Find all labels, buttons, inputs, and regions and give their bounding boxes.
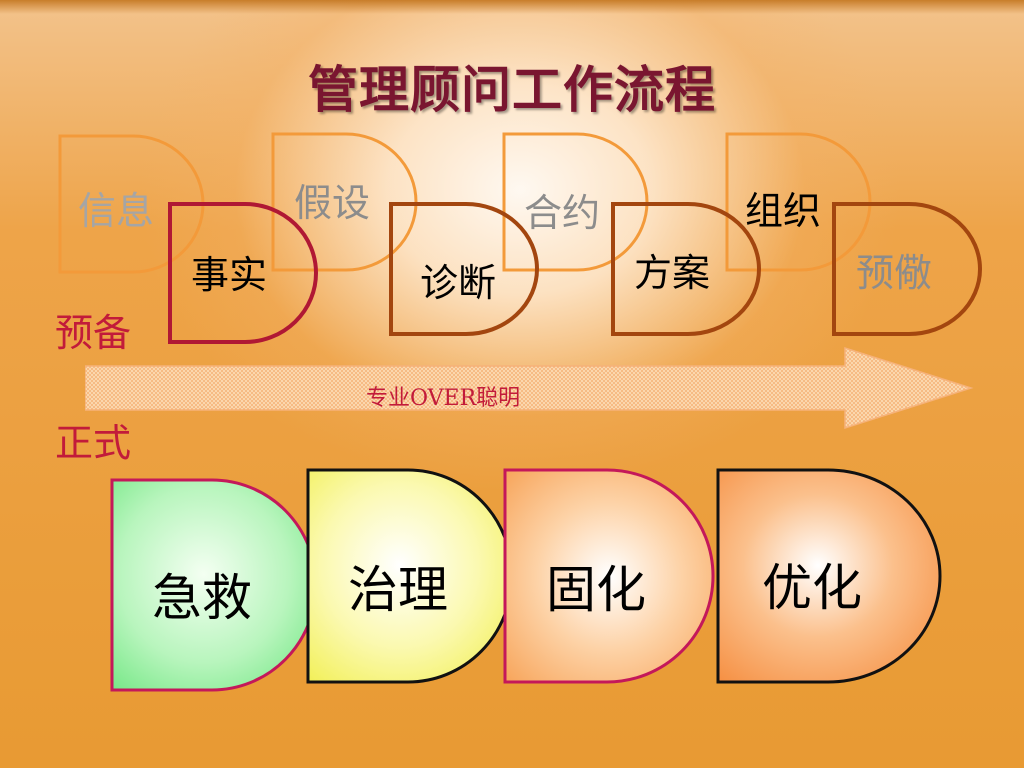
step-label-xinxi: 信息 — [78, 189, 155, 233]
d-shape-fangan — [611, 202, 761, 336]
step-label-youhua: 优化 — [762, 559, 862, 617]
step-label-guhua: 固化 — [546, 561, 646, 619]
slide-title: 管理顾问工作流程 — [308, 60, 716, 119]
progress-arrow — [85, 346, 974, 430]
step-label-zhili: 治理 — [348, 561, 448, 619]
d-shape-guhua — [503, 468, 715, 684]
step-label-heyue: 合约 — [524, 191, 601, 235]
step-label-yujing: 预儆 — [856, 251, 933, 295]
section-label-formal: 正式 — [55, 421, 132, 465]
d-shape-yujing — [832, 202, 982, 336]
d-shape-zhenduan — [389, 202, 539, 336]
d-shape-xinxi — [58, 134, 205, 274]
step-label-jijiu: 急救 — [152, 569, 252, 627]
step-label-zuzhi: 组织 — [745, 189, 822, 233]
step-label-zhenduan: 诊断 — [420, 261, 497, 305]
d-shape-shishi — [168, 202, 318, 344]
arrow-label: 专业OVER聪明 — [366, 386, 521, 411]
d-shape-youhua — [716, 468, 942, 684]
step-label-fangan: 方案 — [634, 251, 711, 295]
step-label-shishi: 事实 — [191, 253, 268, 297]
section-label-prep: 预备 — [55, 311, 132, 355]
step-label-jiashe: 假设 — [294, 181, 371, 225]
